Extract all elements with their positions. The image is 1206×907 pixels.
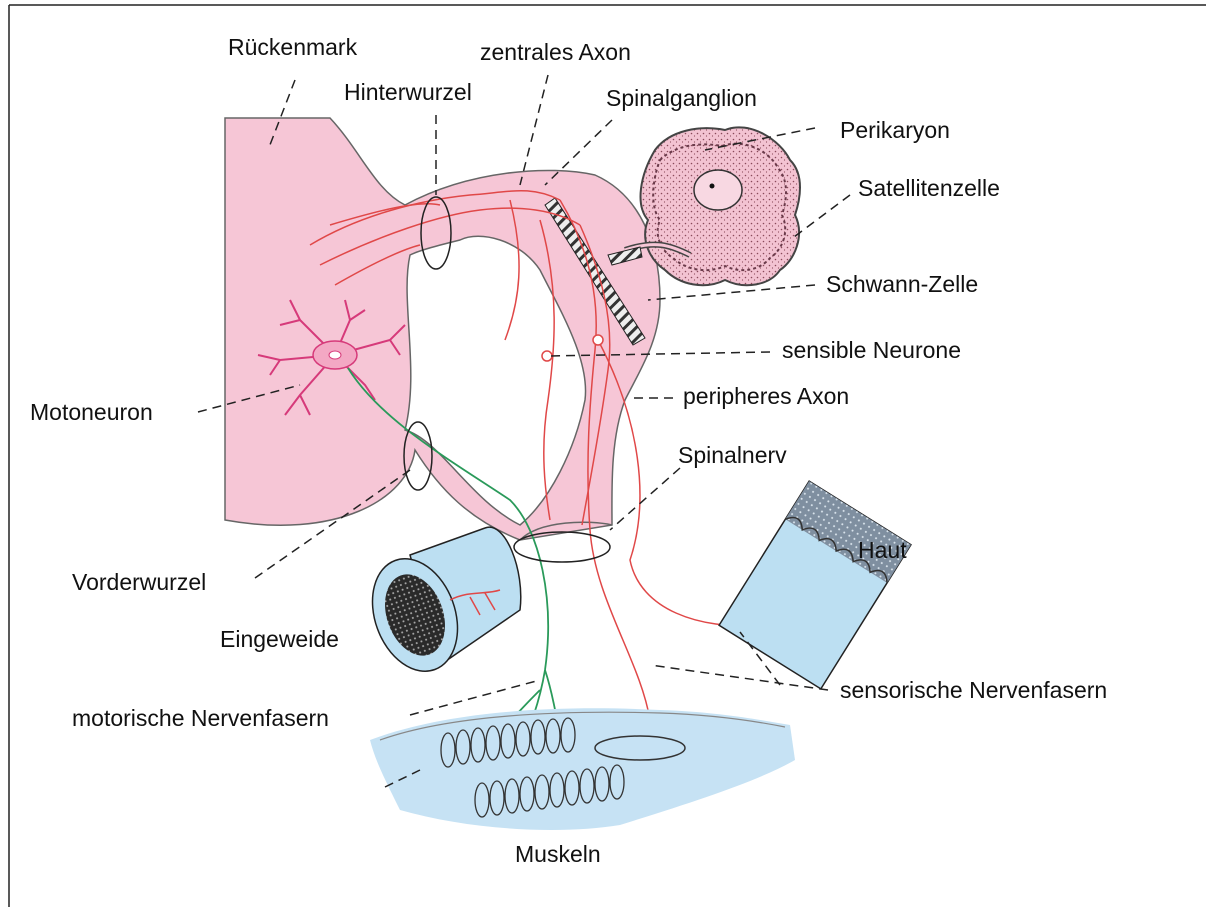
label-vorderwurzel: Vorderwurzel bbox=[72, 569, 206, 595]
sensory-neuron-2 bbox=[593, 335, 603, 345]
label-spinalganglion: Spinalganglion bbox=[606, 85, 757, 111]
nucleus bbox=[694, 170, 742, 210]
label-motoneuron: Motoneuron bbox=[30, 399, 153, 425]
muscle-bundle bbox=[370, 708, 795, 830]
skin-patch bbox=[719, 481, 911, 689]
label-perikaryon: Perikaryon bbox=[840, 117, 950, 143]
label-motorische-nervenfasern: motorische Nervenfasern bbox=[72, 705, 329, 731]
label-satellitenzelle: Satellitenzelle bbox=[858, 175, 1000, 201]
label-muskeln: Muskeln bbox=[515, 841, 601, 867]
label-zentrales-axon: zentrales Axon bbox=[480, 39, 631, 65]
nucleolus bbox=[710, 184, 715, 189]
spinal-nerve-ring bbox=[514, 532, 610, 562]
spinal-cord-tissue bbox=[225, 118, 660, 540]
label-hinterwurzel: Hinterwurzel bbox=[344, 79, 472, 105]
sensory-neuron-1 bbox=[542, 351, 552, 361]
label-schwann-zelle: Schwann-Zelle bbox=[826, 271, 978, 297]
label-haut: Haut bbox=[858, 537, 907, 563]
label-rueckenmark: Rückenmark bbox=[228, 34, 358, 60]
label-spinalnerv: Spinalnerv bbox=[678, 442, 787, 468]
label-sensible-neurone: sensible Neurone bbox=[782, 337, 961, 363]
label-peripheres-axon: peripheres Axon bbox=[683, 383, 849, 409]
label-eingeweide: Eingeweide bbox=[220, 626, 339, 652]
label-sensorische-nervenfasern: sensorische Nervenfasern bbox=[840, 677, 1107, 703]
viscera-tube bbox=[358, 527, 521, 683]
